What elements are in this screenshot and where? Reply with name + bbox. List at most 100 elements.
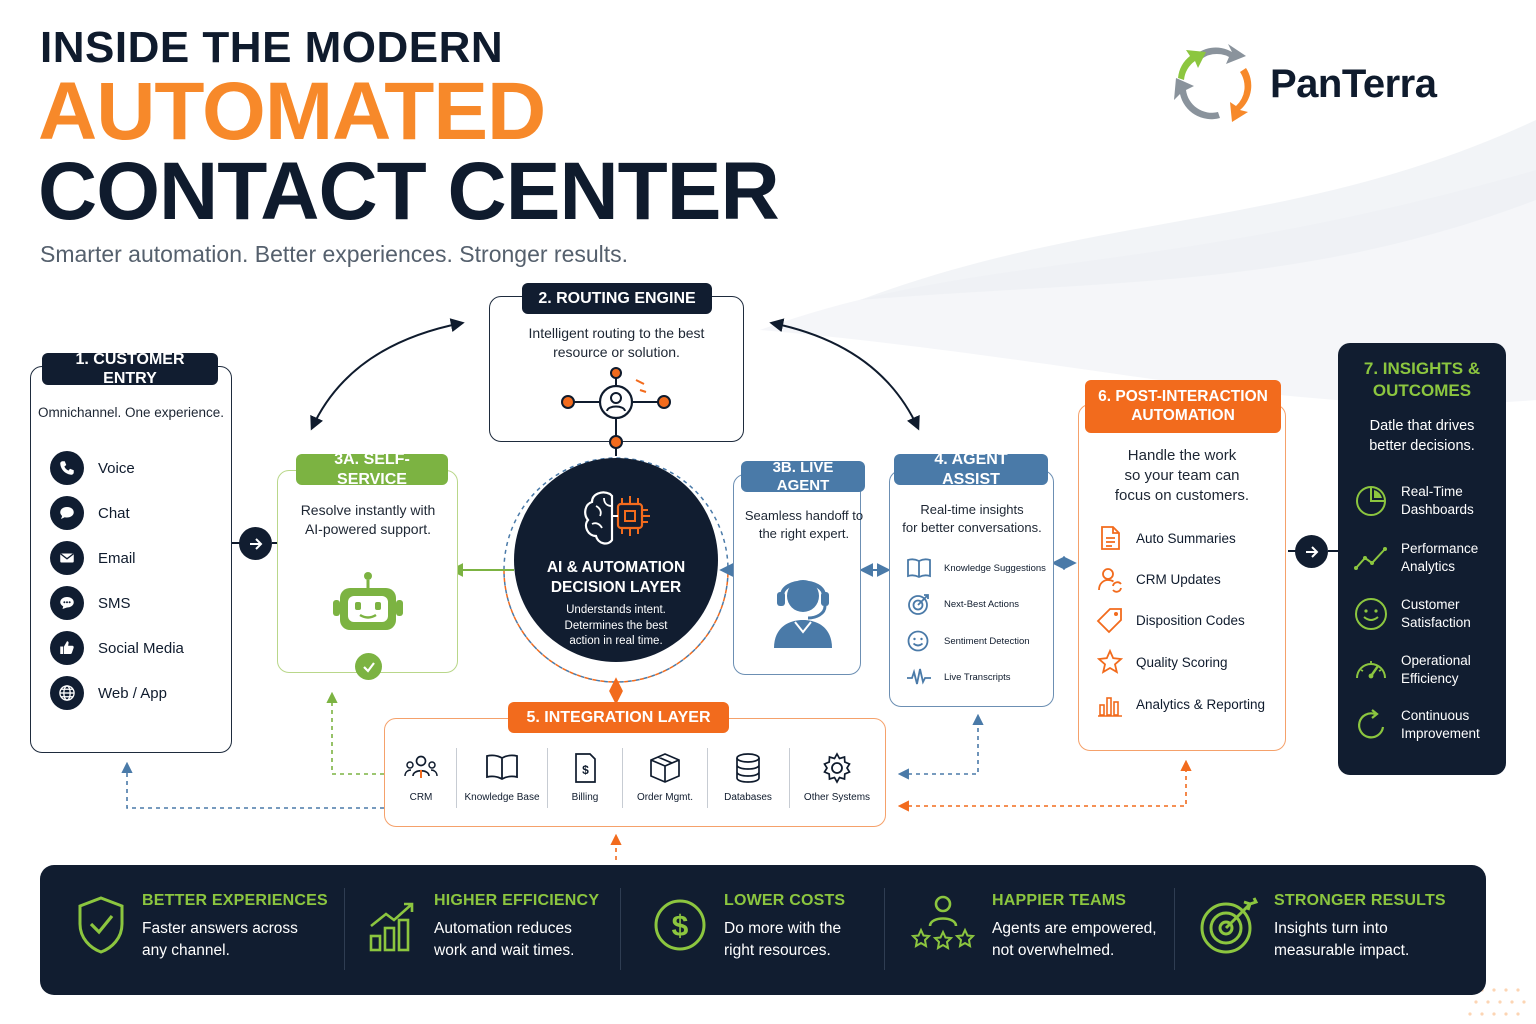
integration-databases[interactable]: Databases: [706, 752, 790, 803]
open-book-icon: [486, 754, 518, 781]
channel-voice[interactable]: Voice: [50, 451, 135, 485]
shield-check-icon: [78, 896, 124, 954]
channel-sms[interactable]: SMS: [50, 586, 131, 620]
insights-desc: Datle that drives better decisions.: [1369, 418, 1475, 455]
customer-entry-desc: Omnichannel. One experience.: [37, 405, 225, 420]
channel-label: Email: [98, 549, 136, 567]
channel-label: Social Media: [98, 639, 184, 657]
database-icon: [736, 753, 760, 783]
title-line-2: AUTOMATED: [38, 66, 546, 157]
gear-icon: [823, 752, 851, 784]
channel-label: Chat: [98, 504, 130, 522]
integration-divider: [547, 748, 548, 808]
tag-icon: [1096, 608, 1122, 634]
star-icon: [1096, 648, 1124, 674]
svg-text:$: $: [672, 910, 689, 943]
channel-chat[interactable]: Chat: [50, 496, 130, 530]
brain-chip-icon: [584, 491, 650, 545]
book-icon: [907, 558, 931, 579]
title-line-3: CONTACT CENTER: [38, 146, 780, 237]
crm-people-icon: [404, 755, 438, 778]
waveform-icon: [907, 668, 931, 685]
post-interaction-title: 6. POST-INTERACTION AUTOMATION: [1085, 380, 1281, 433]
integration-divider: [456, 748, 457, 808]
bar-chart-icon: [1098, 697, 1122, 717]
integration-crm[interactable]: CRM: [379, 752, 463, 803]
benefit-happier-teams: HAPPIER TEAMS Agents are empowered,not o…: [908, 892, 1157, 962]
growth-bars-icon: [369, 902, 414, 952]
flow-arrow-insights-icon: [1295, 535, 1328, 568]
gauge-icon: [1356, 661, 1386, 679]
target-icon: [908, 594, 929, 615]
benefits-divider: [344, 888, 345, 970]
post-item-analytics: Analytics & Reporting: [1096, 690, 1265, 718]
integration-divider: [789, 748, 790, 808]
channel-email[interactable]: Email: [50, 541, 136, 575]
bullseye-icon: [1200, 897, 1259, 954]
smiley-icon: [1355, 598, 1387, 630]
self-service-panel: [277, 470, 458, 673]
routing-engine-desc: Intelligent routing to the best resource…: [528, 325, 705, 360]
title-line-1: INSIDE THE MODERN: [40, 23, 504, 72]
ai-layer-title: AI & AUTOMATION DECISION LAYER: [546, 559, 686, 597]
user-sync-icon: [1098, 568, 1122, 593]
agent-assist-panel: [889, 470, 1054, 707]
panterra-logo-icon: [1174, 44, 1252, 122]
integration-layer-panel: [384, 718, 886, 827]
sms-icon: [50, 586, 84, 620]
ai-decision-layer-circle: [514, 458, 718, 662]
assist-item-transcripts: Live Transcripts: [906, 665, 1011, 689]
flow-arrow-entry-icon: [239, 527, 272, 560]
phone-icon: [50, 451, 84, 485]
post-item-disposition: Disposition Codes: [1096, 606, 1245, 634]
envelope-icon: [50, 541, 84, 575]
post-item-auto-summaries: Auto Summaries: [1096, 524, 1236, 552]
robot-icon: [333, 572, 403, 630]
integration-layer-title: 5. INTEGRATION LAYER: [508, 702, 729, 733]
integration-divider: [622, 748, 623, 808]
live-agent-title: 3B. LIVE AGENT: [741, 459, 865, 494]
channel-web-app[interactable]: Web / App: [50, 676, 167, 710]
thumbs-up-icon: [50, 631, 84, 665]
integration-billing[interactable]: $ Billing: [543, 752, 627, 803]
svg-text:$: $: [582, 763, 589, 777]
integration-order-mgmt[interactable]: Order Mgmt.: [623, 752, 707, 803]
benefit-better-experiences: BETTER EXPERIENCES Faster answers across…: [74, 892, 328, 962]
channel-label: Voice: [98, 459, 135, 477]
assist-item-sentiment: Sentiment Detection: [906, 629, 1030, 653]
package-icon: [650, 753, 680, 783]
benefits-divider: [620, 888, 621, 970]
subtitle: Smarter automation. Better experiences. …: [40, 241, 629, 267]
channel-social-media[interactable]: Social Media: [50, 631, 184, 665]
chat-bubble-icon: [50, 496, 84, 530]
integration-knowledge-base[interactable]: Knowledge Base: [460, 752, 544, 803]
cycle-arrow-icon: [1358, 709, 1385, 739]
benefits-divider: [1174, 888, 1175, 970]
ai-layer-desc: Understands intent. Determines the best …: [564, 604, 668, 648]
check-badge-icon: [355, 653, 382, 680]
self-service-desc: Resolve instantly with AI-powered suppor…: [300, 502, 436, 537]
globe-icon: [50, 676, 84, 710]
trend-line-icon: [1354, 547, 1387, 570]
integration-other-systems[interactable]: Other Systems: [795, 752, 879, 803]
dollar-coin-icon: $: [654, 899, 706, 951]
channel-label: Web / App: [98, 684, 167, 702]
assist-item-next-best: Next-Best Actions: [906, 592, 1019, 616]
pie-chart-icon: [1356, 486, 1386, 516]
routing-engine-title: 2. ROUTING ENGINE: [522, 283, 712, 314]
insights-title: 7. INSIGHTS & OUTCOMES: [1363, 359, 1481, 401]
post-interaction-desc: Handle the work so your team can focus o…: [1114, 447, 1250, 504]
agent-assist-title: 4. AGENT ASSIST: [894, 451, 1048, 488]
document-icon: [1101, 526, 1120, 550]
invoice-icon: $: [575, 753, 596, 783]
agent-assist-desc: Real-time insights for better conversati…: [902, 502, 1042, 535]
channel-label: SMS: [98, 594, 131, 612]
